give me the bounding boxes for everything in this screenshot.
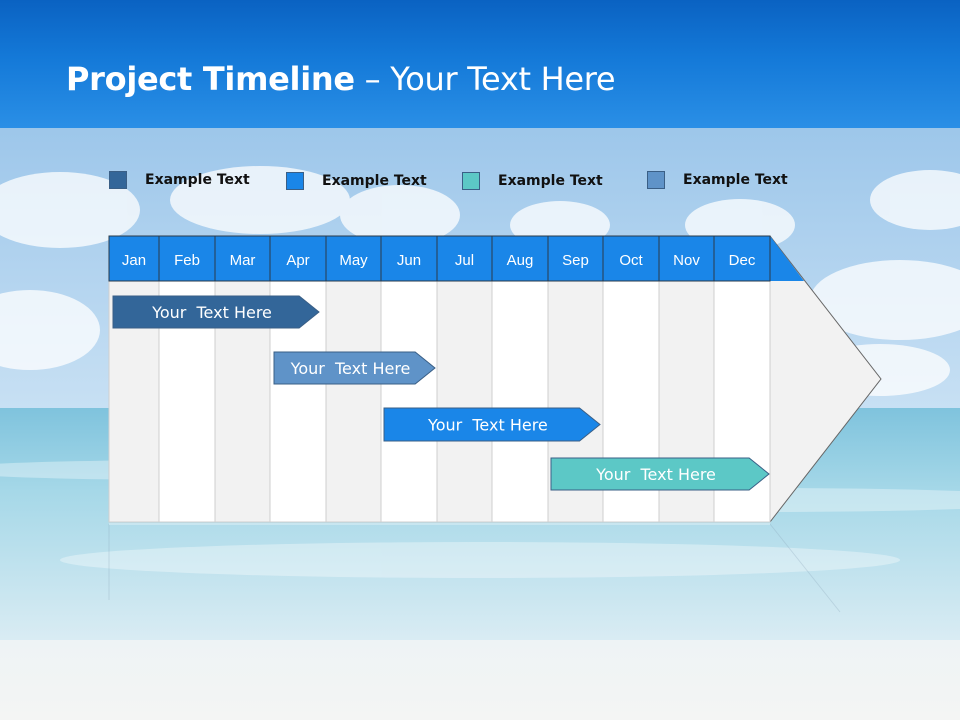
legend-swatch — [647, 171, 665, 189]
legend-swatch — [462, 172, 480, 190]
month-column — [380, 280, 438, 523]
month-label: Aug — [507, 252, 534, 269]
task-bar: Your Text Here — [383, 407, 601, 442]
month-label: Apr — [286, 252, 309, 269]
task-bar: Your Text Here — [112, 295, 320, 329]
month-header-band — [109, 236, 804, 281]
legend-label: Example Text — [683, 172, 788, 188]
title-bold: Project Timeline — [66, 60, 355, 98]
legend-swatch — [109, 171, 127, 189]
month-label: May — [339, 252, 368, 269]
month-label: Dec — [729, 252, 756, 269]
reflection-edge — [769, 523, 841, 613]
timeline-reflection — [108, 523, 841, 613]
task-bar: Your Text Here — [550, 457, 770, 491]
month-label: Mar — [230, 252, 256, 269]
month-label: Feb — [174, 252, 200, 269]
title-bar: Project Timeline – Your Text Here — [0, 0, 960, 128]
month-label: Jul — [455, 252, 474, 269]
task-arrow — [112, 295, 320, 329]
month-labels: Jan Feb Mar Apr May Jun Jul Aug Sep Oct Nov Dec — [122, 252, 756, 269]
month-column — [491, 280, 549, 523]
legend-label: Example Text — [498, 173, 603, 189]
task-label: Your Text Here — [290, 359, 411, 378]
month-label: Jun — [397, 252, 421, 269]
legend-swatch — [286, 172, 304, 190]
month-label: Sep — [562, 252, 589, 269]
task-label: Your Text Here — [427, 416, 548, 435]
sand — [0, 640, 960, 720]
task-bar: Your Text Here — [273, 351, 436, 385]
month-column — [436, 280, 493, 523]
month-column — [325, 280, 382, 523]
legend-label: Example Text — [322, 173, 427, 189]
legend-label: Example Text — [145, 172, 250, 188]
task-label: Your Text Here — [595, 465, 716, 484]
title-rest: – Your Text Here — [354, 60, 616, 98]
month-label: Oct — [619, 252, 643, 269]
page-title: Project Timeline – Your Text Here — [66, 60, 616, 98]
month-label: Nov — [673, 252, 700, 269]
task-arrow — [383, 407, 601, 442]
month-header-outline — [108, 235, 771, 282]
task-arrow — [273, 351, 436, 385]
task-label: Your Text Here — [151, 303, 272, 322]
task-arrow — [550, 457, 770, 491]
month-label: Jan — [122, 252, 146, 269]
month-dividers — [108, 235, 771, 282]
